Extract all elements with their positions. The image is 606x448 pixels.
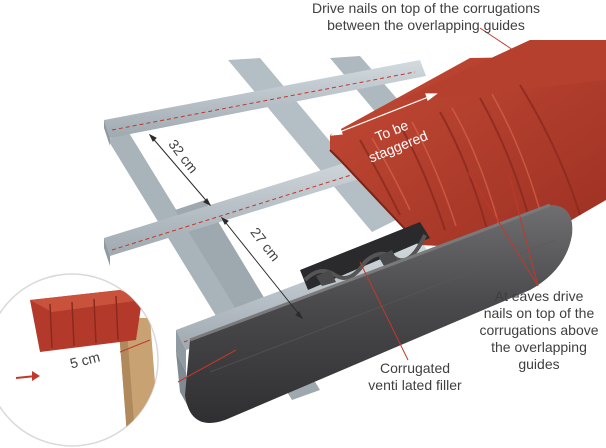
tile-ridge-5 — [519, 84, 581, 216]
dim-32-line — [149, 134, 211, 206]
label-eaves-line2: nails on top of the — [483, 305, 595, 321]
tile-ridge-2 — [399, 124, 446, 231]
gutter-lip — [189, 203, 551, 342]
leader-filler — [359, 261, 409, 361]
ventilated-filler — [300, 222, 430, 290]
leader-top — [479, 27, 529, 61]
batten-middle-side — [104, 238, 110, 266]
nail-line-middle — [111, 165, 381, 251]
label-top-line1: Drive nails on top of the corrugations — [311, 0, 540, 16]
dimension-lines — [148, 133, 304, 320]
eaves-gutter — [185, 203, 573, 423]
leader-lines — [177, 27, 539, 383]
label-eaves-line5: guides — [518, 356, 560, 372]
tile-ridge-1 — [359, 139, 401, 216]
leader-eaves-1 — [467, 171, 539, 287]
label-filler: Corrugated venti lated filler — [350, 360, 480, 394]
tile-sheet-upper — [400, 40, 606, 100]
detail-arrow — [15, 371, 40, 381]
tile-step-edge — [329, 149, 421, 246]
batten-top — [104, 60, 426, 138]
label-top-instruction: Drive nails on top of the corrugations b… — [276, 0, 576, 34]
detail-dim-line — [119, 339, 151, 353]
label-eaves-line3: corrugations above — [479, 322, 599, 338]
leader-eaves-2 — [509, 177, 539, 287]
batten-top-side — [104, 120, 110, 146]
batten-bottom-side — [176, 330, 186, 372]
roof-tiles — [329, 40, 606, 250]
label-eaves-line4: the overlapping — [491, 339, 587, 355]
dim-27-line — [221, 217, 303, 319]
tile-ridge-3 — [439, 111, 491, 241]
label-filler-line1: Corrugated — [379, 360, 451, 376]
label-eaves: At eaves drive nails on top of the corru… — [472, 288, 606, 373]
label-filler-line2: venti lated filler — [368, 377, 462, 393]
gutter-body — [185, 205, 573, 423]
stagger-arrow — [330, 93, 438, 136]
leader-fascia — [177, 349, 237, 383]
rafter-left — [108, 128, 250, 342]
nail-line-top — [111, 71, 416, 131]
label-top-line2: between the overlapping guides — [327, 17, 525, 33]
label-eaves-line1: At eaves drive — [494, 288, 584, 304]
